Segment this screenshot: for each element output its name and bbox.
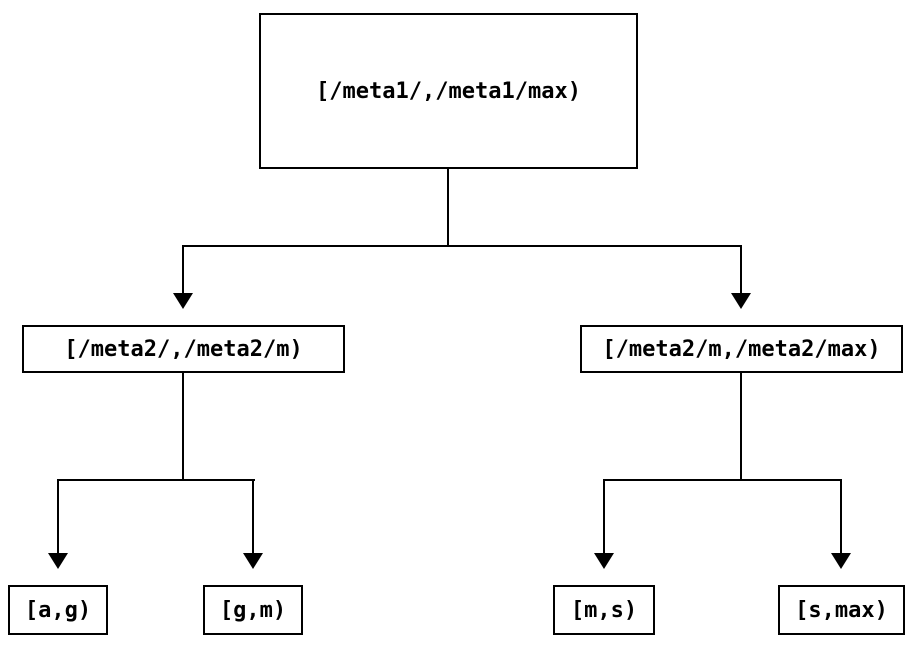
edge-level2-left-horizontal-line (57, 479, 255, 481)
arrow-down-icon (731, 293, 751, 309)
edge-root-to-right-drop-line (740, 245, 742, 293)
edge-right-to-smax-drop-line (840, 479, 842, 553)
edge-right-to-ms-drop-line (603, 479, 605, 553)
node-leaf-ag: [a,g) (8, 585, 108, 635)
node-left-child: [/meta2/,/meta2/m) (22, 325, 345, 373)
node-root: [/meta1/,/meta1/max) (259, 13, 638, 169)
node-leaf-ms-label: [m,s) (570, 597, 638, 623)
arrow-down-icon (594, 553, 614, 569)
node-leaf-smax: [s,max) (778, 585, 905, 635)
arrow-down-icon (243, 553, 263, 569)
edge-root-to-left-drop-line (182, 245, 184, 293)
edge-level2-right-horizontal-line (603, 479, 842, 481)
node-root-label: [/meta1/,/meta1/max) (316, 78, 581, 104)
node-leaf-gm-label: [g,m) (219, 597, 287, 623)
node-leaf-ms: [m,s) (553, 585, 655, 635)
edge-left-child-trunk-line (182, 373, 184, 481)
node-right-child-label: [/meta2/m,/meta2/max) (602, 336, 881, 362)
arrow-down-icon (48, 553, 68, 569)
node-leaf-gm: [g,m) (203, 585, 303, 635)
node-left-child-label: [/meta2/,/meta2/m) (64, 336, 303, 362)
arrow-down-icon (173, 293, 193, 309)
node-leaf-ag-label: [a,g) (24, 597, 92, 623)
edge-left-to-ag-drop-line (57, 479, 59, 553)
edge-level1-horizontal-line (182, 245, 742, 247)
node-leaf-smax-label: [s,max) (795, 597, 888, 623)
edge-left-to-gm-drop-line (252, 479, 254, 553)
edge-root-trunk-line (447, 169, 449, 247)
edge-right-child-trunk-line (740, 373, 742, 481)
node-right-child: [/meta2/m,/meta2/max) (580, 325, 903, 373)
arrow-down-icon (831, 553, 851, 569)
